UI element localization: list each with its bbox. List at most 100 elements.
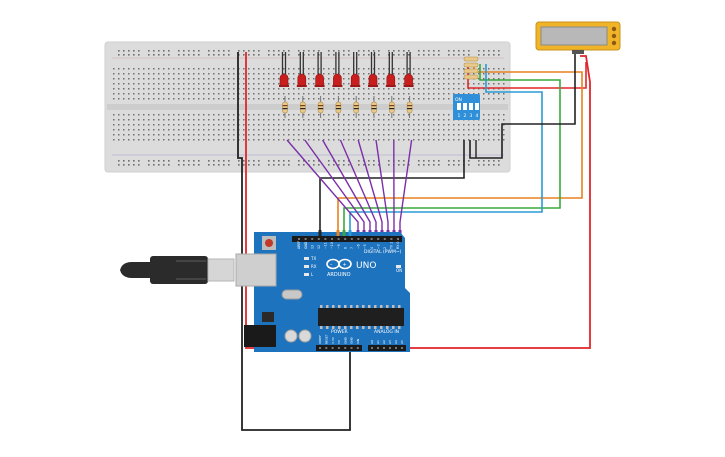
dip-switch-lever[interactable] bbox=[475, 103, 479, 110]
red-led[interactable] bbox=[316, 74, 324, 86]
digital-pin-hole[interactable] bbox=[318, 238, 320, 240]
terminal-hole bbox=[263, 124, 265, 126]
red-led[interactable] bbox=[369, 74, 377, 86]
terminal-hole bbox=[178, 139, 180, 141]
terminal-hole bbox=[178, 73, 180, 75]
rail-hole bbox=[308, 160, 310, 162]
red-led[interactable] bbox=[351, 74, 359, 86]
terminal-hole bbox=[298, 68, 300, 70]
digital-pin-hole[interactable] bbox=[311, 238, 313, 240]
rail-hole bbox=[198, 164, 200, 166]
terminal-hole bbox=[353, 139, 355, 141]
resistor[interactable] bbox=[336, 102, 341, 113]
resistor[interactable] bbox=[283, 102, 288, 113]
power-pin-hole[interactable] bbox=[351, 347, 353, 349]
digital-pin-label: ~10 bbox=[330, 242, 334, 249]
terminal-hole bbox=[503, 83, 505, 85]
terminal-hole bbox=[203, 114, 205, 116]
digital-pin-hole[interactable] bbox=[351, 238, 353, 240]
terminal-hole bbox=[288, 129, 290, 131]
led-rim bbox=[386, 85, 396, 87]
resistor[interactable] bbox=[318, 102, 323, 113]
red-led[interactable] bbox=[298, 74, 306, 86]
dip-switch-lever[interactable] bbox=[469, 103, 473, 110]
digital-pwm-label: DIGITAL (PWM~) bbox=[364, 249, 402, 255]
power-pin-hole[interactable] bbox=[332, 347, 334, 349]
terminal-hole bbox=[498, 68, 500, 70]
analog-pin-hole[interactable] bbox=[383, 347, 385, 349]
analog-pin-hole[interactable] bbox=[377, 347, 379, 349]
digital-pin-hole[interactable] bbox=[305, 238, 307, 240]
analog-pin-hole[interactable] bbox=[401, 347, 403, 349]
terminal-hole bbox=[158, 119, 160, 121]
pullup-resistor[interactable] bbox=[464, 69, 478, 73]
resistor-band bbox=[407, 105, 412, 106]
lcd-module[interactable] bbox=[536, 22, 620, 54]
dip-switch[interactable]: ON 1 2 3 4 bbox=[453, 94, 480, 120]
red-led[interactable] bbox=[280, 74, 288, 86]
terminal-hole bbox=[448, 114, 450, 116]
pullup-resistor[interactable] bbox=[464, 63, 478, 67]
digital-pin-hole[interactable] bbox=[371, 238, 373, 240]
rail-hole bbox=[433, 54, 435, 56]
terminal-hole bbox=[128, 129, 130, 131]
digital-pin-hole[interactable] bbox=[338, 238, 340, 240]
digital-pin-hole[interactable] bbox=[298, 238, 300, 240]
terminal-hole bbox=[333, 129, 335, 131]
power-pin-hole[interactable] bbox=[338, 347, 340, 349]
analog-pin-hole[interactable] bbox=[371, 347, 373, 349]
dip-switch-lever[interactable] bbox=[463, 103, 467, 110]
digital-pin-hole[interactable] bbox=[364, 238, 366, 240]
terminal-hole bbox=[273, 114, 275, 116]
rail-hole bbox=[218, 160, 220, 162]
terminal-hole bbox=[148, 129, 150, 131]
pullup-resistor[interactable] bbox=[464, 75, 478, 79]
resistor[interactable] bbox=[407, 102, 412, 113]
resistor[interactable] bbox=[389, 102, 394, 113]
terminal-hole bbox=[448, 98, 450, 100]
power-pin-hole[interactable] bbox=[344, 347, 346, 349]
terminal-hole bbox=[423, 139, 425, 141]
usb-cable[interactable] bbox=[120, 256, 234, 284]
rail-hole bbox=[283, 54, 285, 56]
digital-pin-hole[interactable] bbox=[397, 238, 399, 240]
pullup-resistor[interactable] bbox=[464, 57, 478, 61]
red-led[interactable] bbox=[333, 74, 341, 86]
reset-button[interactable] bbox=[265, 239, 273, 247]
analog-pin-hole[interactable] bbox=[389, 347, 391, 349]
terminal-hole bbox=[158, 68, 160, 70]
digital-pin-label: TX 1 bbox=[390, 242, 394, 250]
usb-b-port[interactable] bbox=[236, 254, 276, 286]
resistor[interactable] bbox=[300, 102, 305, 113]
terminal-hole bbox=[203, 83, 205, 85]
digital-pin-hole[interactable] bbox=[331, 238, 333, 240]
power-pin-hole[interactable] bbox=[357, 347, 359, 349]
terminal-hole bbox=[453, 83, 455, 85]
terminal-hole bbox=[458, 83, 460, 85]
power-pin-hole[interactable] bbox=[325, 347, 327, 349]
power-jack[interactable] bbox=[244, 325, 276, 347]
digital-pin-hole[interactable] bbox=[384, 238, 386, 240]
resistor[interactable] bbox=[354, 102, 359, 113]
power-pin-hole[interactable] bbox=[319, 347, 321, 349]
terminal-hole bbox=[313, 134, 315, 136]
terminal-hole bbox=[328, 73, 330, 75]
resistor-band bbox=[389, 105, 394, 106]
digital-pin-hole[interactable] bbox=[324, 238, 326, 240]
digital-pin-hole[interactable] bbox=[344, 238, 346, 240]
digital-pin-hole[interactable] bbox=[377, 238, 379, 240]
infinity-plus: + bbox=[343, 262, 347, 268]
dip-switch-lever[interactable] bbox=[457, 103, 461, 110]
breadboard[interactable] bbox=[105, 42, 510, 172]
red-led[interactable] bbox=[387, 74, 395, 86]
red-led[interactable] bbox=[405, 74, 413, 86]
terminal-hole bbox=[283, 88, 285, 90]
terminal-hole bbox=[318, 139, 320, 141]
analog-pin-hole[interactable] bbox=[395, 347, 397, 349]
digital-pin-hole[interactable] bbox=[357, 238, 359, 240]
digital-pin-hole[interactable] bbox=[390, 238, 392, 240]
terminal-hole bbox=[263, 88, 265, 90]
resistor[interactable] bbox=[372, 102, 377, 113]
terminal-hole bbox=[123, 129, 125, 131]
